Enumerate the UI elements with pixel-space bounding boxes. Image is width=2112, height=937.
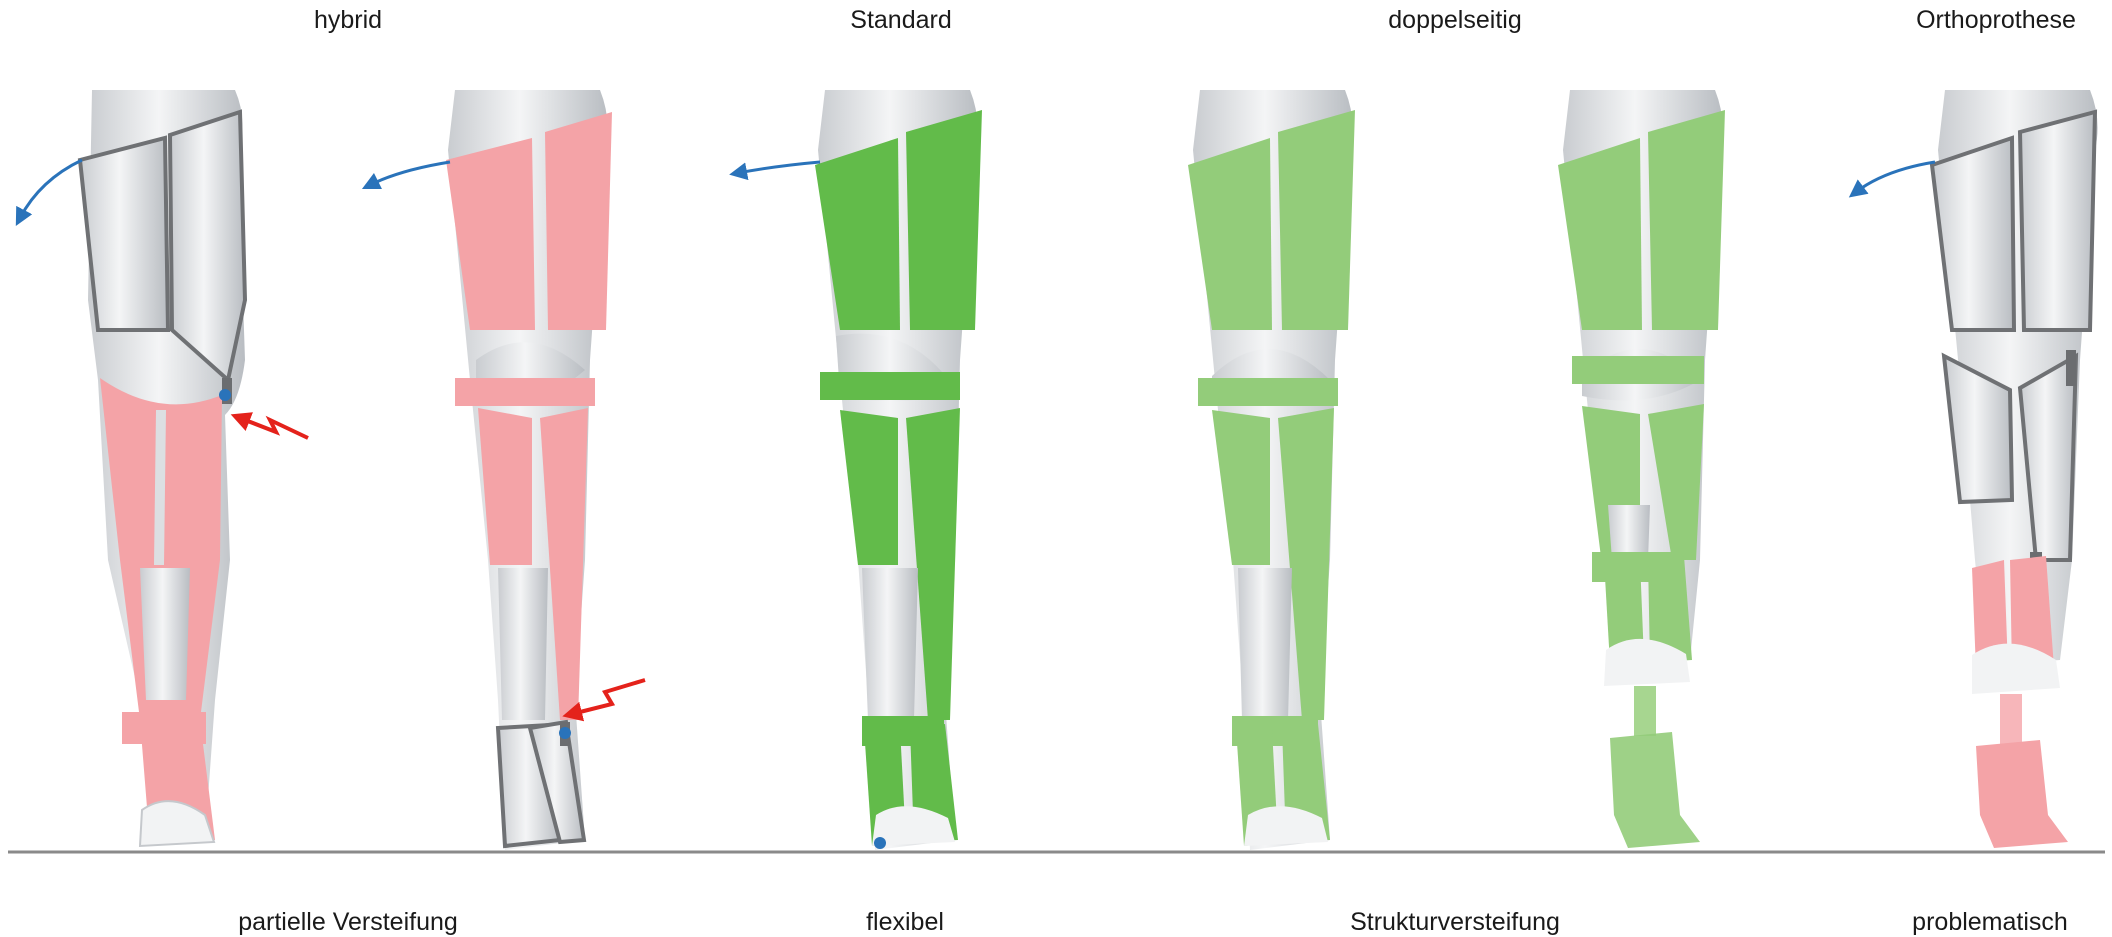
leg-orthoprothese (1932, 90, 2098, 848)
blue-force-arrow (20, 160, 82, 218)
red-lightning-arrow (240, 418, 308, 438)
leg-doppelseitig-b (1558, 90, 1725, 848)
blue-force-arrow (370, 162, 450, 185)
blue-force-arrow (738, 162, 820, 173)
blue-force-arrow (1856, 162, 1935, 192)
leg-hybrid-a (80, 90, 245, 846)
contact-point (559, 727, 571, 739)
red-lightning-arrow (572, 680, 645, 714)
leg-standard (815, 90, 982, 850)
contact-point (874, 837, 886, 849)
leg-doppelseitig-a (1188, 90, 1355, 850)
leg-hybrid-b (446, 90, 612, 850)
contact-point (219, 389, 231, 401)
